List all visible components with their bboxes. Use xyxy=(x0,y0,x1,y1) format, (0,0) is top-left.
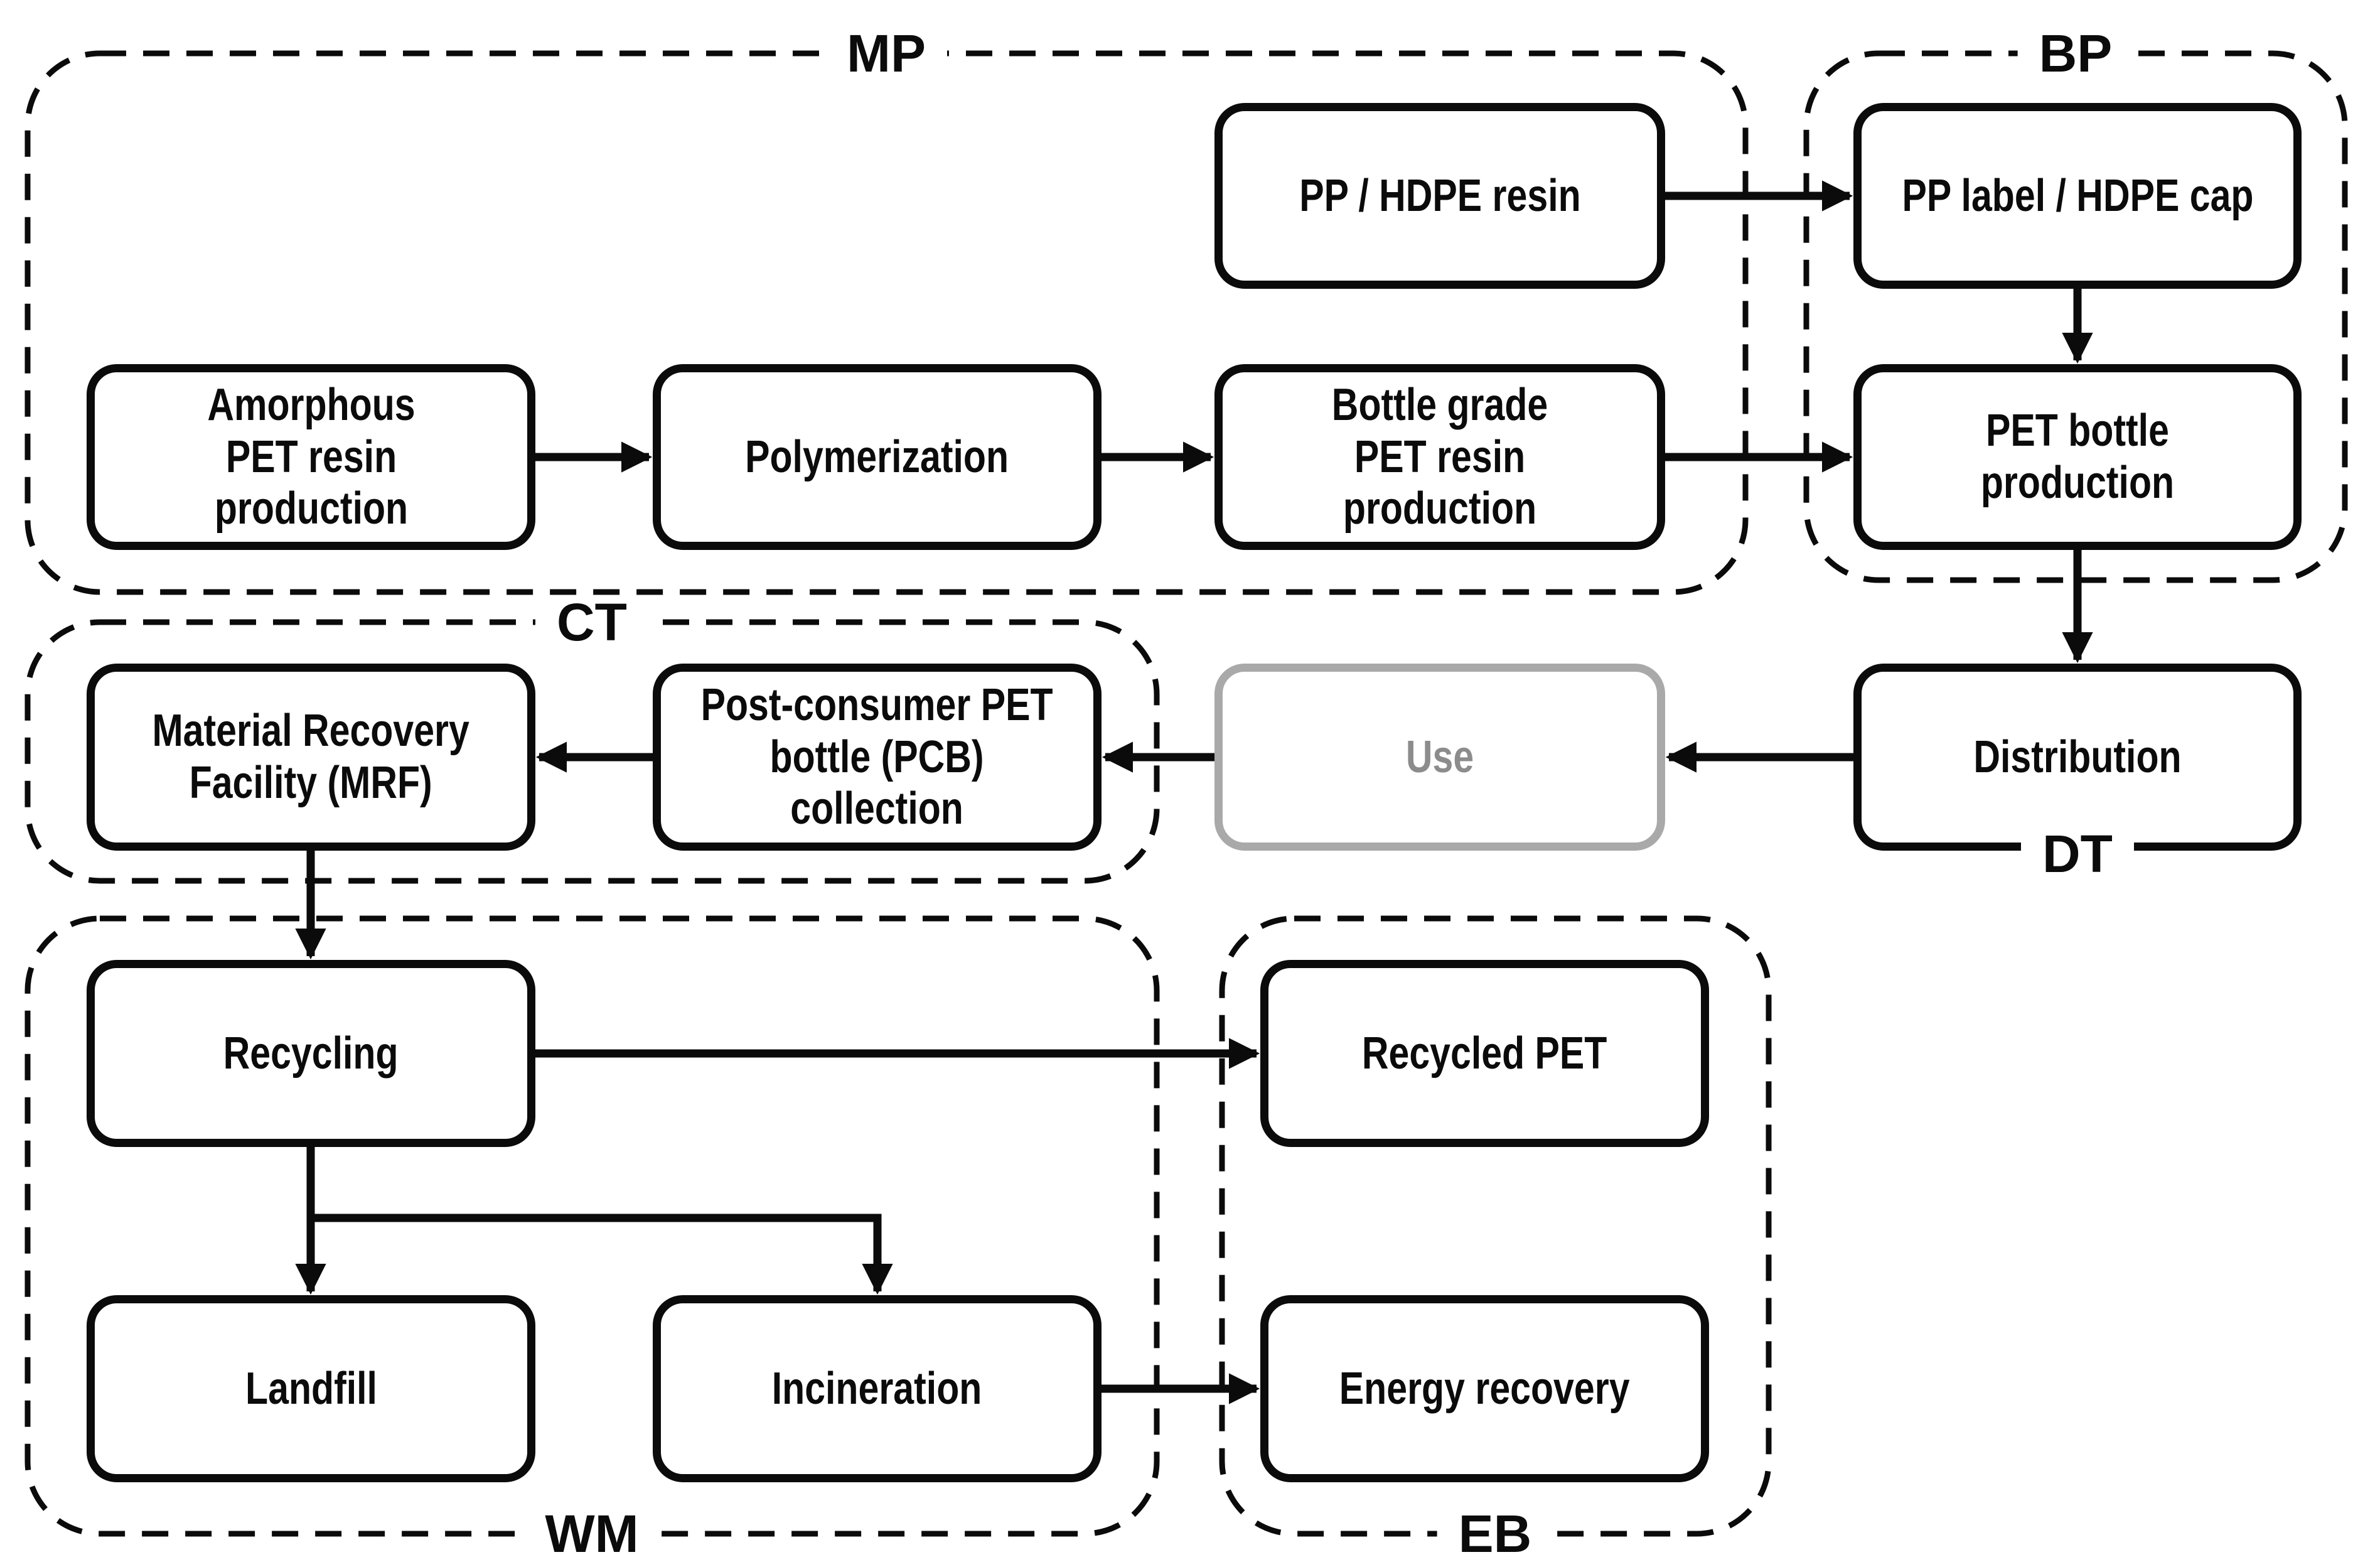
node-label: Energy recovery xyxy=(1339,1363,1630,1414)
node-label: PP label / HDPE cap xyxy=(1901,170,2254,221)
node-material-recovery-facility: Material Recovery Facility (MRF) xyxy=(87,664,535,851)
node-pp-label-hdpe-cap: PP label / HDPE cap xyxy=(1853,103,2302,289)
node-amorphous-pet-resin-production: Amorphous PET resin production xyxy=(87,364,535,550)
node-label: Post-consumer PET bottle (PCB) collectio… xyxy=(700,679,1053,834)
node-label: Recycling xyxy=(223,1028,399,1079)
node-pcb-collection: Post-consumer PET bottle (PCB) collectio… xyxy=(653,664,1102,851)
node-polymerization: Polymerization xyxy=(653,364,1102,550)
node-label: Recycled PET xyxy=(1362,1028,1607,1079)
node-label: Bottle grade PET resin production xyxy=(1331,379,1548,534)
arrow-recycling-to-incineration xyxy=(311,1214,893,1295)
node-distribution: Distribution xyxy=(1853,664,2302,851)
node-landfill: Landfill xyxy=(87,1295,535,1482)
node-label: PP / HDPE resin xyxy=(1299,170,1581,221)
group-label-mp: MP xyxy=(825,27,947,80)
group-label-bp: BP xyxy=(2017,27,2134,80)
node-bottle-grade-pet-resin-production: Bottle grade PET resin production xyxy=(1214,364,1665,550)
node-label: Distribution xyxy=(1973,731,2182,782)
group-label-eb: EB xyxy=(1437,1507,1553,1560)
node-pp-hdpe-resin: PP / HDPE resin xyxy=(1214,103,1665,289)
group-label-dt: DT xyxy=(2021,827,2134,880)
node-energy-recovery: Energy recovery xyxy=(1260,1295,1709,1482)
node-label: Material Recovery Facility (MRF) xyxy=(152,706,470,808)
node-label: Incineration xyxy=(772,1363,982,1414)
group-label-ct: CT xyxy=(535,596,648,649)
node-label: Amorphous PET resin production xyxy=(206,379,415,534)
node-recycling: Recycling xyxy=(87,960,535,1147)
node-label: PET bottle production xyxy=(1980,406,2175,508)
node-pet-bottle-production: PET bottle production xyxy=(1853,364,2302,550)
node-label: Use xyxy=(1405,731,1474,782)
group-label-wm: WM xyxy=(523,1507,660,1560)
node-label: Polymerization xyxy=(745,431,1009,482)
node-incineration: Incineration xyxy=(653,1295,1102,1482)
node-recycled-pet: Recycled PET xyxy=(1260,960,1709,1147)
node-use: Use xyxy=(1214,664,1665,851)
node-label: Landfill xyxy=(245,1363,377,1414)
